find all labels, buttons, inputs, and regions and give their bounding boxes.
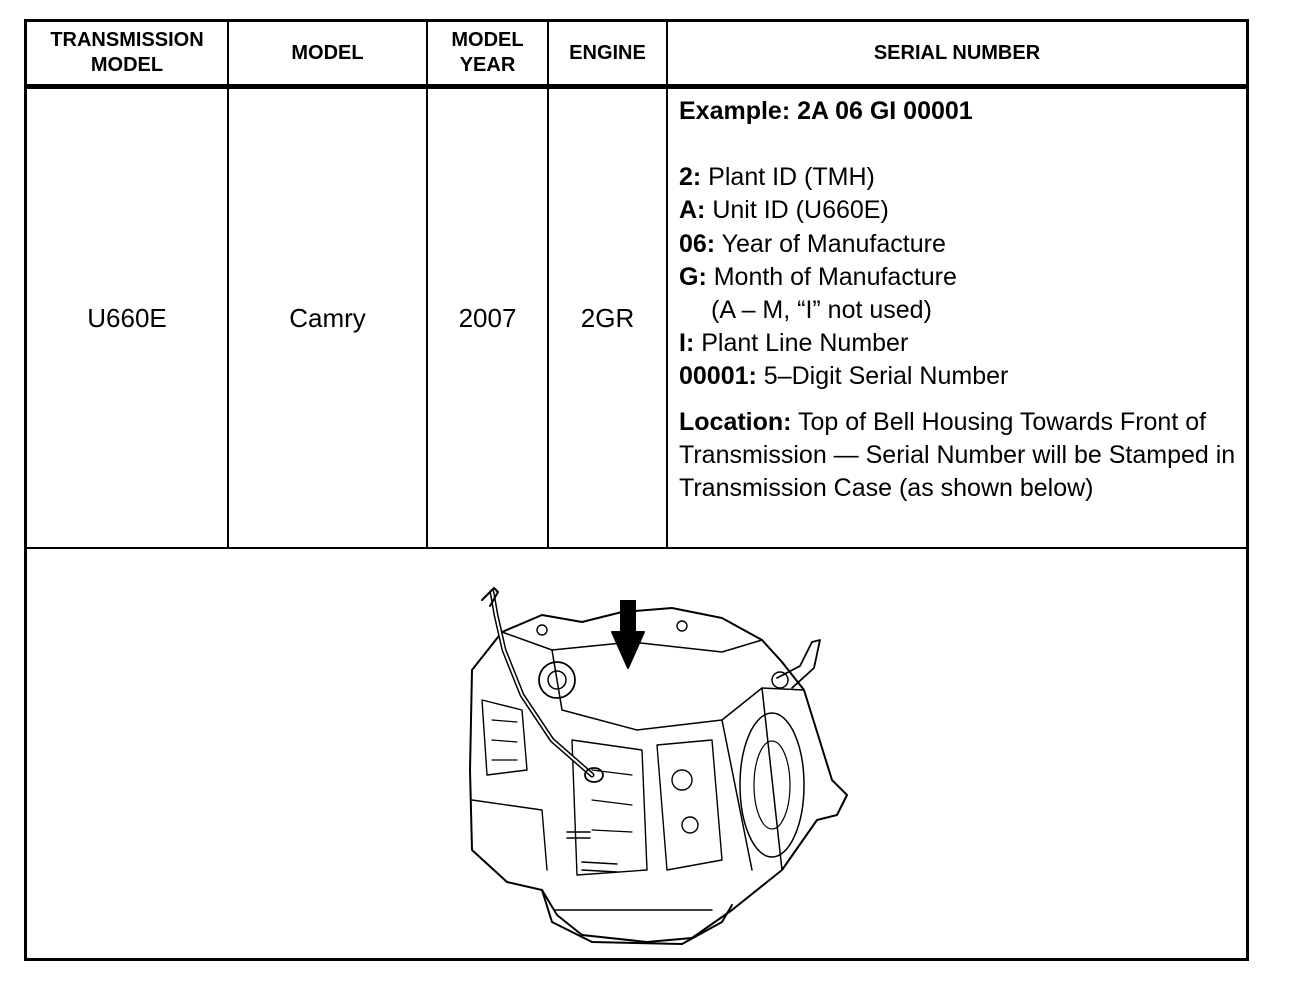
serial-item: 06: Year of Manufacture	[679, 229, 946, 258]
location-note: Location: Top of Bell Housing Towards Fr…	[679, 407, 1236, 503]
header-transmission-model: TRANSMISSION MODEL	[50, 29, 204, 76]
row-divider	[27, 547, 1246, 549]
column-divider	[227, 22, 229, 547]
cell-model: Camry	[289, 302, 366, 333]
header-engine: ENGINE	[569, 41, 646, 64]
serial-number-description: Example: 2A 06 GI 00001 2: Plant ID (TMH…	[679, 95, 1239, 505]
serial-item: G: Month of Manufacture	[679, 262, 957, 291]
cell-engine: 2GR	[580, 302, 635, 333]
serial-example: Example: 2A 06 GI 00001	[679, 97, 973, 125]
column-divider	[547, 22, 549, 547]
header-model-year: MODEL YEAR	[451, 29, 524, 76]
cell-model-year: 2007	[458, 302, 517, 333]
serial-item: A: Unit ID (U660E)	[679, 196, 889, 225]
serial-number-table: TRANSMISSION MODEL MODEL MODEL YEAR ENGI…	[24, 19, 1249, 961]
arrow-down-icon	[611, 600, 645, 669]
column-divider	[426, 22, 428, 547]
column-divider	[666, 22, 668, 547]
header-divider	[27, 84, 1246, 89]
header-model: MODEL	[291, 41, 364, 64]
serial-item: 2: Plant ID (TMH)	[679, 163, 875, 192]
month-note: (A – M, “I” not used)	[711, 296, 932, 325]
serial-item: 00001: 5–Digit Serial Number	[679, 362, 1009, 391]
header-serial-number: SERIAL NUMBER	[873, 41, 1041, 64]
serial-item: I: Plant Line Number	[679, 329, 909, 358]
cell-transmission-model: U660E	[87, 302, 167, 333]
transmission-illustration	[432, 570, 872, 960]
